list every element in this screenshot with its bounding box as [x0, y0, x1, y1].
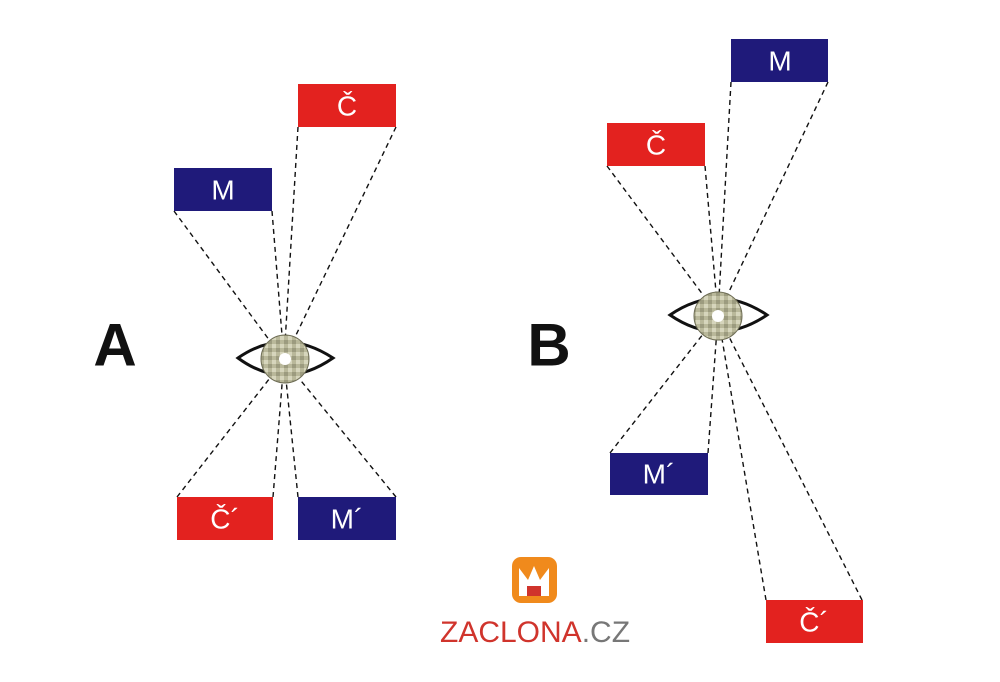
panel-b-label-m: M	[768, 46, 791, 77]
panel-a-letter: A	[93, 312, 136, 379]
panel-a-label-c-prime: Č´	[210, 504, 240, 535]
panel-b: B Č M M´ Č´	[527, 39, 863, 643]
panel-a-label-m: M	[211, 175, 234, 206]
panel-a-box-c: Č	[298, 84, 396, 127]
zaclona-logo[interactable]: ZACLONA.CZ	[440, 557, 630, 649]
panel-a-label-m-prime: M´	[331, 504, 364, 535]
panel-a-box-m: M	[174, 168, 272, 211]
panel-a-label-c: Č	[337, 91, 357, 122]
panel-a-sight-lines	[173, 126, 397, 498]
panel-b-box-c-prime: Č´	[766, 600, 863, 643]
logo-wordmark: ZACLONA.CZ	[440, 616, 630, 649]
panel-b-box-m: M	[731, 39, 828, 82]
panel-b-sight-lines	[606, 81, 863, 601]
panel-a-box-c-prime: Č´	[177, 497, 273, 540]
panel-b-label-m-prime: M´	[643, 459, 676, 490]
logo-name-main: ZACLONA	[440, 616, 582, 649]
panel-a: A M Č Č´ M´	[93, 84, 397, 540]
panel-b-box-c: Č	[607, 123, 705, 166]
panel-b-label-c: Č	[646, 130, 666, 161]
logo-name-suffix: .CZ	[582, 616, 630, 649]
eye-icon	[235, 334, 336, 384]
panel-b-box-m-prime: M´	[610, 453, 708, 495]
panel-b-label-c-prime: Č´	[799, 607, 829, 638]
crown-logo-icon	[512, 557, 557, 603]
eye-icon	[667, 291, 770, 341]
panel-a-box-m-prime: M´	[298, 497, 396, 540]
panel-b-letter: B	[527, 312, 570, 379]
